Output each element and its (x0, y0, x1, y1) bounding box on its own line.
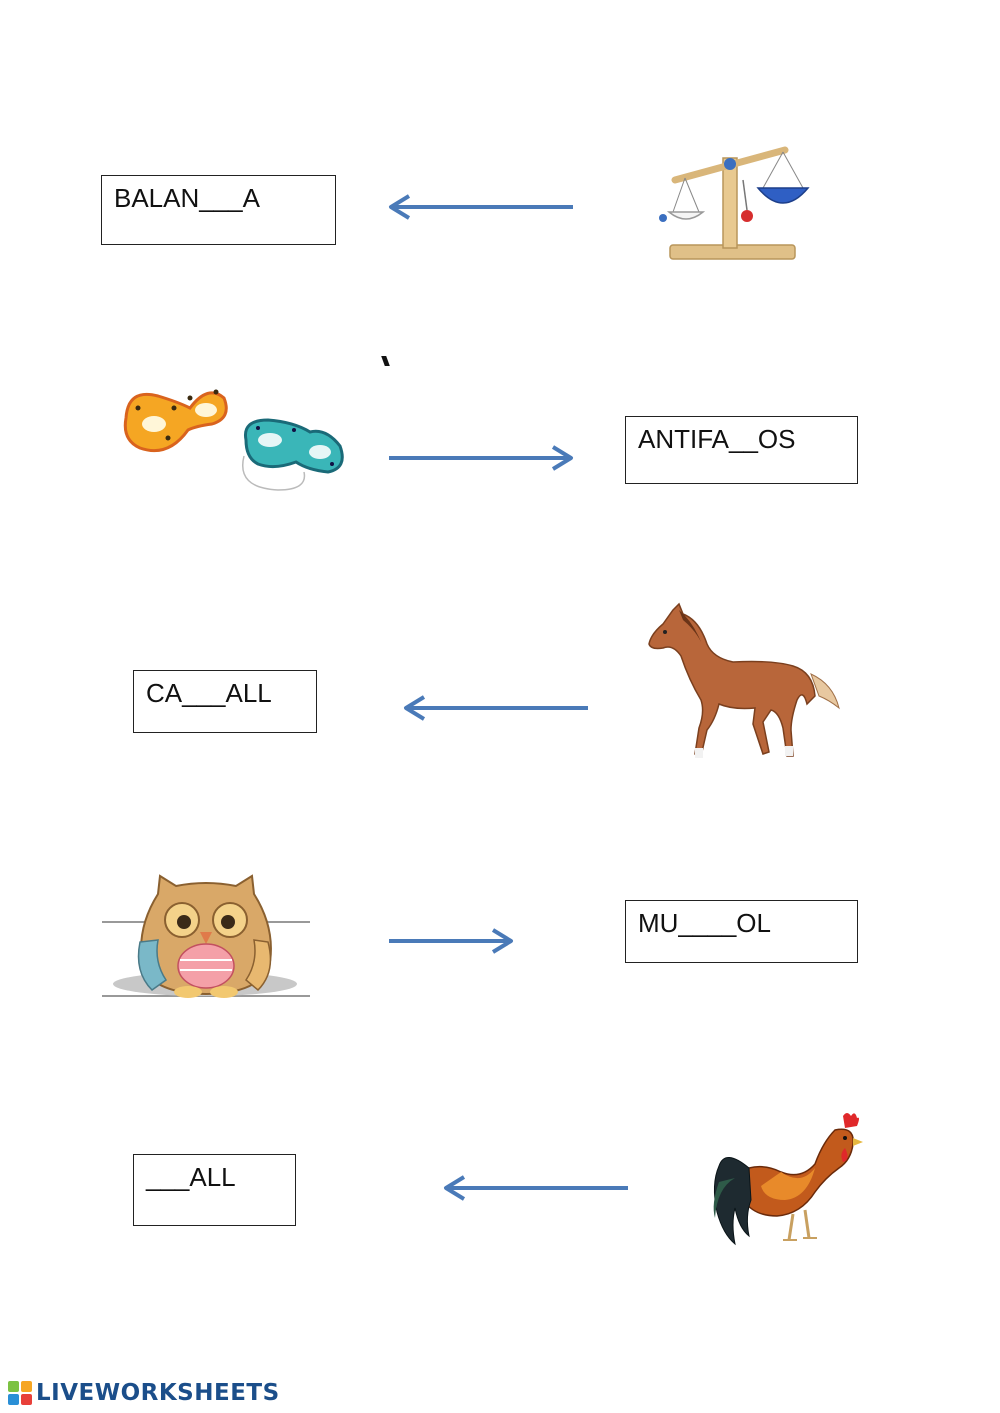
horse-icon (648, 602, 840, 758)
footer-branding: LIVEWORKSHEETS (8, 1380, 280, 1406)
word-box-cavall[interactable]: CA___ALL (133, 670, 317, 733)
arrow-left-icon (444, 1175, 628, 1201)
balance-scale-icon (659, 146, 810, 260)
arrow-left-icon (389, 194, 573, 220)
rooster-icon (713, 1113, 863, 1246)
word-box-antifacos[interactable]: ANTIFA__OS (625, 416, 858, 484)
footer-brand-text: LIVEWORKSHEETS (36, 1380, 280, 1406)
liveworksheets-logo-icon (8, 1381, 32, 1405)
word-box-balanca[interactable]: BALAN___A (101, 175, 336, 245)
owl-icon (102, 874, 310, 998)
arrow-right-icon (389, 445, 573, 471)
carnival-masks-icon (123, 389, 344, 491)
arrow-left-icon (404, 695, 588, 721)
arrow-right-icon (389, 928, 513, 954)
word-box-mussol[interactable]: MU____OL (625, 900, 858, 963)
stray-mark (381, 356, 390, 366)
word-box-gall[interactable]: ___ALL (133, 1154, 296, 1226)
